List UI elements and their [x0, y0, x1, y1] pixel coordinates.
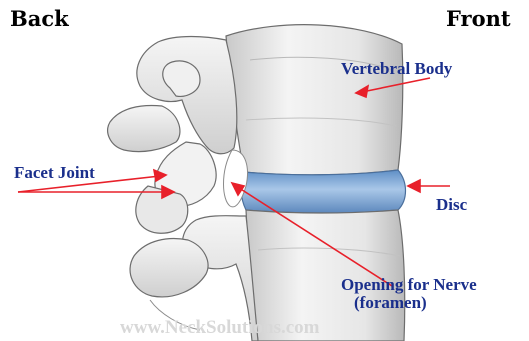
facet-joint-label: Facet Joint: [14, 164, 95, 181]
vertebral-body-label: Vertebral Body: [341, 60, 452, 77]
watermark: www.NeckSolutions.com: [120, 318, 320, 337]
upper-vertebral-body: [226, 25, 403, 175]
intervertebral-disc: [241, 170, 405, 213]
disc-label: Disc: [436, 196, 467, 213]
upper-spinous-process: [108, 106, 180, 152]
front-label: Front: [446, 8, 511, 29]
opening-label-line2: (foramen): [354, 294, 427, 311]
opening-label-line1: Opening for Nerve: [341, 276, 477, 293]
back-label: Back: [10, 8, 69, 29]
lower-spinous-process: [130, 239, 208, 297]
